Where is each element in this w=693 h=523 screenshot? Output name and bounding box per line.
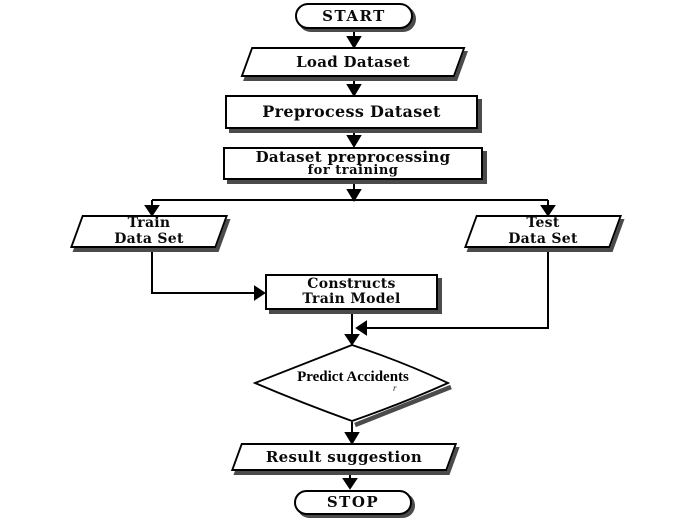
connector-test-merge xyxy=(355,249,549,336)
node-load-dataset: Load Dataset xyxy=(240,47,466,77)
connector-preprocess-datasetprep xyxy=(346,129,362,148)
node-result-suggestion: Result suggestion xyxy=(230,443,458,471)
node-test-data-set: Test Data Set xyxy=(463,215,623,248)
node-stop: STOP xyxy=(294,490,412,515)
node-preprocess-dataset-label: Preprocess Dataset xyxy=(262,102,441,122)
node-load-dataset-label: Load Dataset xyxy=(296,52,410,71)
connector-start-load xyxy=(346,29,362,49)
connector-datasetprep-branch xyxy=(144,180,556,217)
connector-diamond-result xyxy=(344,422,360,445)
connector-train-constructs xyxy=(151,248,266,301)
connector-load-preprocess xyxy=(346,78,362,97)
node-dataset-preprocessing-line1: Dataset preprocessing xyxy=(255,147,451,166)
node-test-data-set-label: Test Data Set xyxy=(508,215,578,247)
node-train-data-set-label: Train Data Set xyxy=(114,215,184,247)
node-preprocess-dataset: Preprocess Dataset xyxy=(225,95,478,129)
decision-diamond-shape xyxy=(252,344,452,428)
stray-mark: r xyxy=(393,383,397,393)
node-predict-accidents-label: Predict Accidents xyxy=(297,369,409,385)
node-stop-label: STOP xyxy=(326,493,380,512)
node-start-label: START xyxy=(322,6,386,25)
node-constructs-train-model: Constructs Train Model xyxy=(265,274,438,310)
node-result-suggestion-label: Result suggestion xyxy=(265,447,423,466)
node-train-data-set: Train Data Set xyxy=(69,215,229,248)
connector-constructs-diamond xyxy=(344,310,360,346)
node-dataset-preprocessing-line2: for training xyxy=(307,163,399,179)
node-dataset-preprocessing: Dataset preprocessing for training xyxy=(223,147,483,180)
node-start: START xyxy=(295,3,413,29)
connector-result-stop xyxy=(342,471,358,490)
node-constructs-train-model-label: Constructs Train Model xyxy=(302,275,401,307)
